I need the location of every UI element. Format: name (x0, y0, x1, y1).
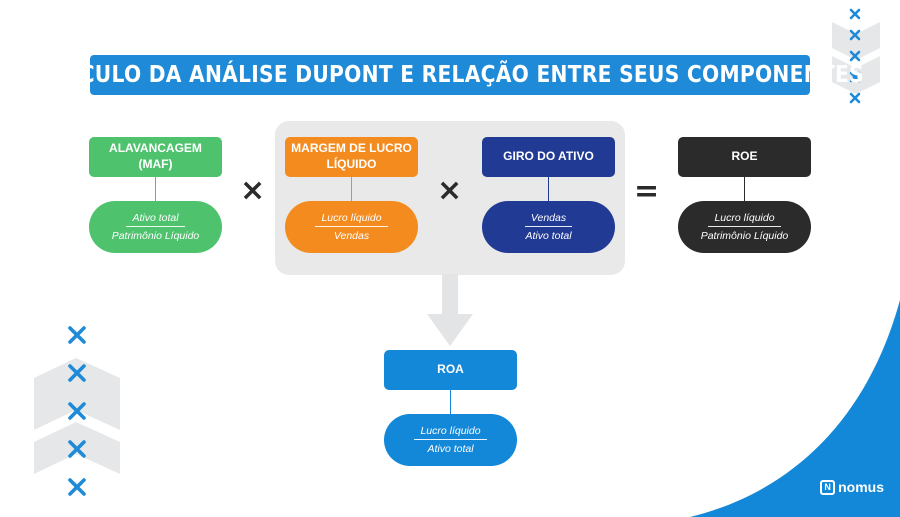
maf-formula-pill: Ativo total Patrimônio Líquido (89, 201, 222, 253)
giro-formula-pill: Vendas Ativo total (482, 201, 615, 253)
roe-denominator: Patrimônio Líquido (700, 230, 789, 242)
roe-connector (744, 177, 745, 201)
page-title: CÁLCULO DA ANÁLISE DUPONT E RELAÇÃO ENTR… (35, 62, 865, 88)
title-banner: CÁLCULO DA ANÁLISE DUPONT E RELAÇÃO ENTR… (36, 55, 864, 95)
maf-label-line2: (MAF) (138, 157, 173, 171)
roe-label: ROE (731, 149, 758, 164)
margem-header: MARGEM DE LUCRO LÍQUIDO (285, 137, 418, 177)
multiply-operator-2: × (437, 173, 463, 208)
roa-connector (450, 390, 451, 414)
roa-numerator: Lucro líquido (414, 425, 487, 440)
nomus-logo-text: nomus (838, 479, 884, 495)
roa-denominator: Ativo total (427, 443, 474, 455)
giro-label: GIRO DO ATIVO (503, 149, 594, 164)
margem-connector (351, 177, 352, 201)
maf-label-line1: ALAVANCAGEM (109, 141, 202, 156)
maf-header: ALAVANCAGEM (MAF) (89, 137, 222, 177)
equals-operator: = (634, 174, 660, 209)
nomus-logo-icon: N (820, 479, 836, 495)
giro-denominator: Ativo total (525, 230, 572, 242)
maf-numerator: Ativo total (126, 212, 185, 227)
margem-label-line1: MARGEM DE LUCRO (291, 141, 412, 156)
roa-label: ROA (437, 362, 464, 377)
multiply-operator-1: × (240, 173, 266, 208)
margem-numerator: Lucro líquido (315, 212, 388, 227)
roe-numerator: Lucro líquido (708, 212, 781, 227)
top-right-chevron-decoration (832, 8, 880, 104)
roe-header: ROE (678, 137, 811, 177)
giro-header: GIRO DO ATIVO (482, 137, 615, 177)
roe-formula-pill: Lucro líquido Patrimônio Líquido (678, 201, 811, 253)
down-arrow-to-roa (427, 274, 473, 346)
margem-label-line2: LÍQUIDO (326, 157, 377, 171)
maf-connector (155, 177, 156, 201)
maf-denominator: Patrimônio Líquido (111, 230, 200, 242)
giro-numerator: Vendas (524, 212, 573, 227)
roa-header: ROA (384, 350, 517, 390)
nomus-logo: N nomus (820, 479, 884, 495)
roa-formula-pill: Lucro líquido Ativo total (384, 414, 517, 466)
giro-connector (548, 177, 549, 201)
left-chevron-decoration (34, 326, 120, 496)
margem-denominator: Vendas (333, 230, 370, 242)
margem-formula-pill: Lucro líquido Vendas (285, 201, 418, 253)
